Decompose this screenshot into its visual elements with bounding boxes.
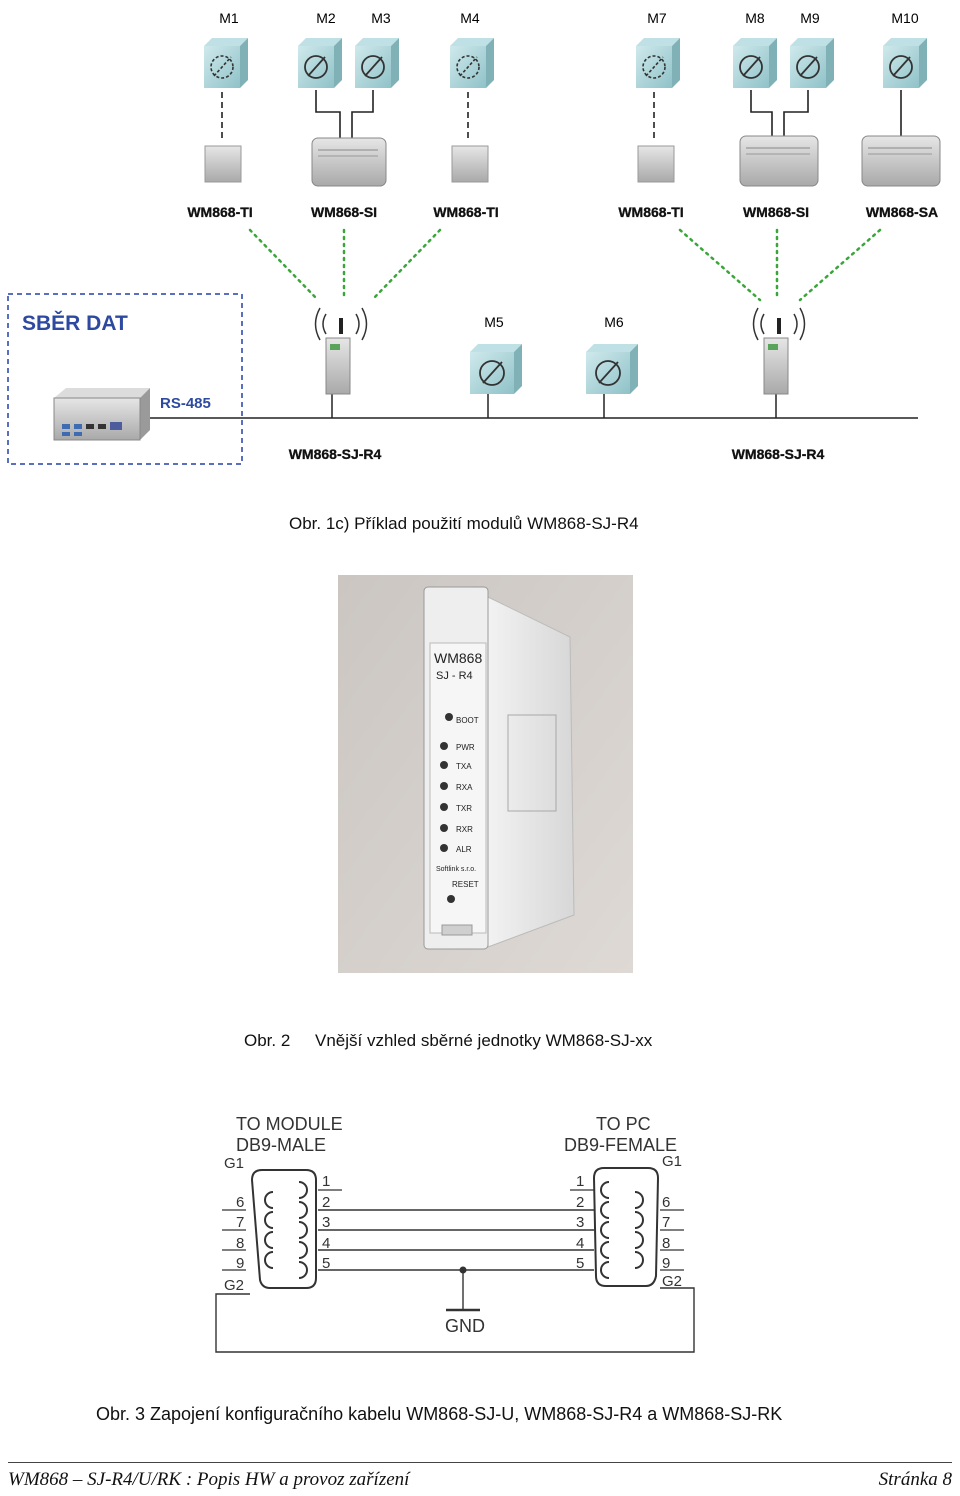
right-g2: G2	[662, 1273, 682, 1290]
module-si-1	[311, 137, 387, 187]
left-pin-9: 9	[236, 1255, 244, 1272]
right-pin-2: 2	[576, 1194, 584, 1211]
data-collection-box	[7, 293, 243, 465]
module-sa	[861, 135, 941, 187]
meter-label-m6: M6	[604, 314, 624, 330]
meter-m4: M4	[450, 10, 494, 88]
meter-label-m8: M8	[745, 10, 765, 26]
module-label-ti-1: WM868-TI	[187, 204, 252, 220]
right-connector-title: TO PC	[596, 1114, 651, 1134]
module-si-2	[739, 135, 819, 187]
module-ti-2	[451, 145, 489, 183]
gateway-left	[314, 307, 368, 395]
right-pin-1: 1	[576, 1173, 584, 1190]
device-photo: WM868 SJ - R4 BOOT PWR TXA RXA TXR RXR A…	[338, 575, 633, 973]
meter-label-m3: M3	[371, 10, 391, 26]
radio-links	[248, 228, 882, 302]
gateway-label-left: WM868-SJ-R4	[289, 446, 382, 462]
pin-ticks	[222, 1189, 684, 1271]
module-label-sa: WM868-SA	[866, 204, 938, 220]
left-g2: G2	[224, 1277, 244, 1294]
meter-m9: M9	[790, 10, 834, 88]
left-pin-1: 1	[322, 1173, 330, 1190]
meter-label-m10: M10	[891, 10, 918, 26]
data-box-label: SBĚR DAT	[22, 311, 128, 335]
meter-m8: M8	[733, 10, 777, 88]
left-pin-6: 6	[236, 1194, 244, 1211]
caption-fig2-number: Obr. 2	[244, 1031, 291, 1050]
led-label-pwr: PWR	[456, 743, 475, 752]
meter-links	[221, 90, 902, 140]
left-pin-7: 7	[236, 1214, 244, 1231]
caption-fig3: Obr. 3 Zapojení konfiguračního kabelu WM…	[96, 1404, 783, 1424]
module-label-ti-3: WM868-TI	[618, 204, 683, 220]
right-pin-5: 5	[576, 1255, 584, 1272]
right-pin-9: 9	[662, 1255, 670, 1272]
left-connector-title: TO MODULE	[236, 1114, 343, 1134]
led-column	[440, 713, 453, 852]
left-pin-4: 4	[322, 1235, 330, 1252]
module-label-ti-2: WM868-TI	[433, 204, 498, 220]
led-label-rxr: RXR	[456, 825, 473, 834]
gateway-label-right: WM868-SJ-R4	[732, 446, 825, 462]
module-ti-1	[204, 145, 242, 183]
module-ti-3	[637, 145, 675, 183]
right-pin-7: 7	[662, 1214, 670, 1231]
right-pin-6: 6	[662, 1194, 670, 1211]
right-g1: G1	[662, 1153, 682, 1170]
right-connector-type: DB9-FEMALE	[564, 1135, 677, 1155]
caption-fig1: Obr. 1c) Příklad použití modulů WM868-SJ…	[289, 514, 639, 533]
module-label-si-2: WM868-SI	[743, 204, 809, 220]
bus-label: RS-485	[160, 395, 211, 412]
shield-wire	[215, 1287, 695, 1353]
meter-label-m1: M1	[219, 10, 239, 26]
reset-label: RESET	[452, 880, 479, 889]
meter-m3: M3	[355, 10, 399, 88]
left-pin-8: 8	[236, 1235, 244, 1252]
cable-wiring-diagram: TO MODULE DB9-MALE TO PC DB9-FEMALE G1 G…	[215, 1114, 695, 1353]
left-pin-2: 2	[322, 1194, 330, 1211]
meter-m5: M5	[470, 314, 522, 394]
meter-m6: M6	[586, 314, 638, 394]
brand-label: Softlink s.r.o.	[436, 866, 476, 873]
right-pin-4: 4	[576, 1235, 584, 1252]
right-pin-8: 8	[662, 1235, 670, 1252]
led-label-alr: ALR	[456, 845, 472, 854]
led-label-txr: TXR	[456, 804, 472, 813]
industrial-pc	[53, 388, 150, 441]
page-footer: WM868 – SJ-R4/U/RK : Popis HW a provoz z…	[8, 1462, 952, 1490]
led-label-txa: TXA	[456, 762, 472, 771]
led-label-rxa: RXA	[456, 783, 473, 792]
meter-m7: M7	[636, 10, 680, 88]
meter-m2: M2	[298, 10, 342, 88]
db9-male	[250, 1169, 317, 1289]
meter-label-m2: M2	[316, 10, 336, 26]
device-subtitle: SJ - R4	[436, 670, 473, 682]
system-diagram: M1 M2 M3 M4 M7 M8	[7, 10, 941, 465]
footer-page-number: Stránka 8	[878, 1469, 952, 1490]
right-pin-3: 3	[576, 1214, 584, 1231]
module-label-si-1: WM868-SI	[311, 204, 377, 220]
db9-female	[592, 1167, 660, 1287]
meter-label-m5: M5	[484, 314, 504, 330]
meter-m10: M10	[883, 10, 927, 88]
device-title: WM868	[434, 650, 482, 666]
meter-label-m9: M9	[800, 10, 820, 26]
meter-m1: M1	[204, 10, 248, 88]
left-pin-3: 3	[322, 1214, 330, 1231]
led-label-boot: BOOT	[456, 716, 479, 725]
gnd-label: GND	[445, 1316, 485, 1336]
left-g1: G1	[224, 1155, 244, 1172]
meter-label-m4: M4	[460, 10, 480, 26]
left-connector-type: DB9-MALE	[236, 1135, 326, 1155]
footer-document-title: WM868 – SJ-R4/U/RK : Popis HW a provoz z…	[8, 1469, 410, 1490]
left-pin-5: 5	[322, 1255, 330, 1272]
reset-button-icon	[447, 895, 455, 903]
meter-label-m7: M7	[647, 10, 667, 26]
gateway-right	[752, 307, 806, 395]
caption-fig2-text: Vnější vzhled sběrné jednotky WM868-SJ-x…	[315, 1031, 653, 1050]
signal-wires	[318, 1209, 594, 1271]
